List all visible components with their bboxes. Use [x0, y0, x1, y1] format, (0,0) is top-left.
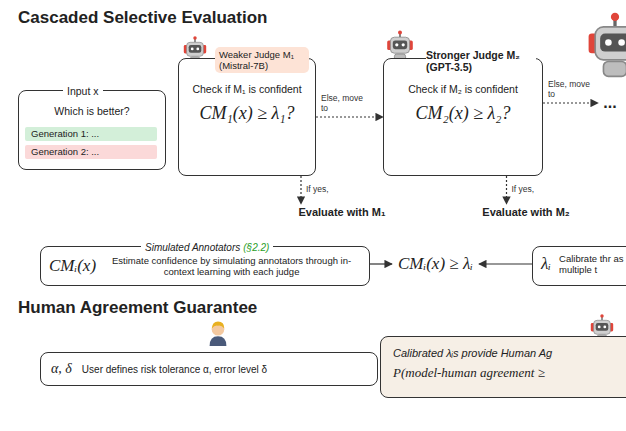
box-heading: Simulated Annotators(§2.2)	[141, 239, 273, 255]
calibrate-box: λᵢ Calibrate thr as multiple t	[532, 246, 626, 286]
box-text: Evaluate with M₁	[288, 206, 396, 218]
box-text: Input x	[67, 85, 99, 97]
robot-icon	[589, 13, 626, 77]
connector	[316, 116, 383, 117]
box-text: CMᵢ(x)	[49, 256, 96, 276]
box-text: Generation 2: ...	[31, 146, 151, 158]
guarantee-box: Calibrated λᵢs provide Human Ag P(model-h…	[380, 336, 626, 398]
connector	[300, 176, 301, 204]
connector	[506, 176, 507, 204]
box-text: Estimate confidence by simulating annota…	[104, 255, 359, 277]
box-text: CMᵢ(x) ≥ λᵢ	[398, 254, 473, 274]
ellipsis: ...	[598, 96, 622, 110]
box-text: Calibrated λᵢs provide Human Ag	[393, 347, 626, 359]
box-text: Weaker Judge M₁ (Mistral-7B)	[215, 47, 309, 73]
title: Cascaded Selective Evaluation	[18, 8, 267, 28]
generation-bar: Generation 1: ...	[25, 127, 157, 141]
input-box: Input xWhich is better?Generation 1: ...…	[18, 90, 166, 170]
box-text: Generation 1: ...	[31, 128, 151, 140]
edge-label: Else, move to	[548, 79, 598, 99]
box-text: CM₂(x) ≥ λ₂?	[390, 103, 536, 124]
edge-label: If yes,	[512, 184, 535, 194]
box-body: Calibrated λᵢs provide Human Ag P(model-h…	[393, 347, 626, 381]
box-body: Evaluate with M₁	[288, 206, 396, 218]
box-text: Simulated Annotators	[145, 242, 240, 253]
edge-label: If yes,	[306, 184, 329, 194]
box-text: λᵢ	[541, 254, 551, 274]
box-body: CMᵢ(x) Estimate confidence by simulating …	[49, 255, 361, 277]
outcome-label: Evaluate with M₂	[470, 204, 582, 220]
generation-bar: Generation 2: ...	[25, 145, 157, 159]
box-text: α, δ	[51, 361, 72, 377]
person-icon	[210, 322, 227, 347]
box-body: λᵢ Calibrate thr as multiple t	[541, 253, 626, 275]
box-body: Stronger Judge M₂ (GPT-3.5) Check if M₂ i…	[390, 49, 536, 124]
annotator-box: Simulated Annotators(§2.2)CMᵢ(x)Estimate…	[40, 246, 370, 286]
box-text: (§2.2)	[243, 242, 269, 253]
box-body: Weaker Judge M₁ (Mistral-7B) Check if M₁ …	[185, 47, 309, 124]
connector	[543, 102, 598, 103]
box-text: Check if M₂ is confident	[390, 83, 536, 95]
robot-icon	[387, 30, 413, 61]
box-body: Evaluate with M₂	[472, 206, 580, 218]
connector	[479, 263, 532, 264]
box-text: Check if M₁ is confident	[185, 83, 309, 95]
box-body: ...	[598, 96, 622, 110]
edge-label: Else, move to	[321, 93, 371, 113]
box-body: α, δ User defines risk tolerance α, error…	[51, 361, 367, 377]
box-text: Calibrate thr as multiple t	[559, 253, 625, 275]
box-text: ...	[598, 96, 622, 110]
box-text: CM₁(x) ≥ λ₁?	[185, 103, 309, 124]
section-heading: Human Agreement Guarantee	[18, 298, 257, 318]
threshold-check: CMᵢ(x) ≥ λᵢ	[392, 254, 479, 274]
box-text: Evaluate with M₂	[472, 206, 580, 218]
user-box: α, δ User defines risk tolerance α, error…	[40, 352, 378, 386]
box-body: Generation 2: ...	[31, 146, 151, 158]
judge-box: Weaker Judge M₁ (Mistral-7B)Check if M₁ …	[178, 58, 316, 176]
outcome-label: Evaluate with M₁	[286, 204, 398, 220]
box-body: CMᵢ(x) ≥ λᵢ	[398, 254, 473, 274]
box-body: Which is better?	[27, 105, 157, 117]
box-body: Generation 1: ...	[31, 128, 151, 140]
connector	[370, 263, 392, 264]
box-heading: Input x	[63, 83, 103, 98]
box-text: P(model-human agreement ≥	[393, 365, 626, 381]
box-text: Stronger Judge M₂ (GPT-3.5)	[426, 49, 536, 73]
judge-box: Stronger Judge M₂ (GPT-3.5)Check if M₂ i…	[383, 58, 543, 176]
box-text: User defines risk tolerance α, error lev…	[82, 364, 267, 375]
box-text: Which is better?	[27, 105, 157, 117]
